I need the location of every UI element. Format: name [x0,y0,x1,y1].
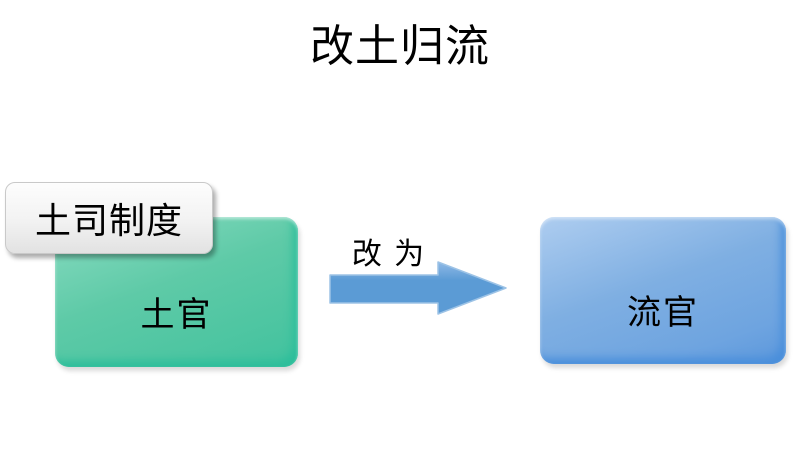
left-box-label: 土官 [140,295,213,334]
right-box-circulating-official: 流官 [540,217,786,364]
diagram-title: 改土归流 [310,22,490,71]
right-box-label: 流官 [627,294,699,332]
arrow-caption: 改 为 [351,238,427,271]
right-arrow-icon [329,261,507,315]
tusi-system-callout-label: 土司制度 [34,200,183,241]
tusi-system-callout: 土司制度 [5,182,213,254]
